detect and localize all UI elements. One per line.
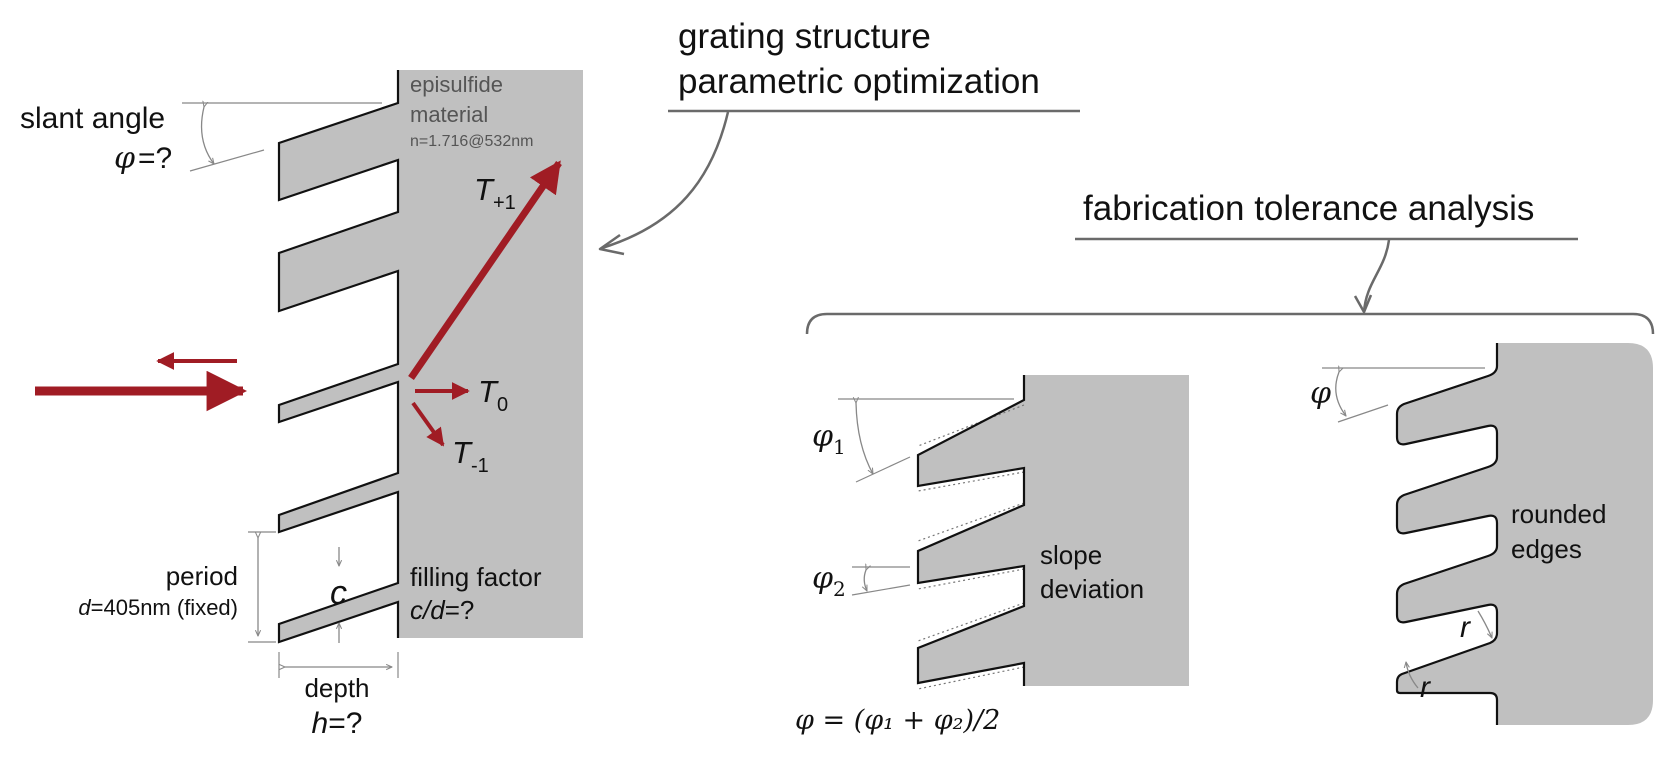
order-0-label: T0 [478, 374, 508, 416]
filling-factor-value: c/d=? [410, 595, 474, 625]
order-minus1-label: T-1 [452, 435, 489, 477]
phi2-extension-line [851, 584, 911, 596]
optimization-arrowhead [598, 233, 625, 256]
slant-angle-symbol: φ [114, 141, 135, 176]
rounded-outline [1395, 343, 1499, 725]
phi1-angle-arc [856, 403, 873, 474]
tolerance-arrowhead [1353, 294, 1373, 314]
slant-angle-value: =? [138, 142, 172, 175]
rounded-label-line1: rounded [1511, 499, 1606, 529]
material-name-line1: episulfide [410, 72, 503, 97]
grating-material-fill [279, 70, 583, 642]
material-refractive-index: n=1.716@532nm [410, 133, 533, 150]
slant-angle-label: slant angle [20, 102, 165, 135]
tolerance-connector-arrow [1362, 239, 1391, 313]
optimization-heading: grating structure parametric optimizatio… [598, 17, 1080, 256]
radius-label-2: r [1420, 671, 1431, 704]
grating-outline [277, 70, 400, 644]
grating-structure: episulfide material n=1.716@532nm slant … [20, 70, 583, 740]
filling-factor-label: filling factor [410, 562, 542, 592]
slope-formula: φ = (φ₁ + φ₂)/2 [795, 705, 1000, 736]
phi1-extension-line [855, 456, 911, 483]
period-value: d=405nm (fixed) [78, 595, 238, 620]
phi2-angle-arc [864, 570, 867, 591]
depth-value: h=? [312, 707, 363, 740]
tolerance-heading: fabrication tolerance analysis [805, 189, 1655, 335]
tolerance-heading-text: fabrication tolerance analysis [1083, 189, 1534, 228]
phi1-label: φ1 [812, 419, 846, 459]
optimization-heading-line2: parametric optimization [678, 62, 1040, 101]
order-minus1-arrow [411, 401, 445, 447]
c-symbol: c [330, 574, 347, 612]
material-name-line2: material [410, 102, 488, 127]
slant-extension-line [189, 149, 265, 172]
rounded-material-fill [1397, 343, 1653, 725]
optimization-heading-line1: grating structure [678, 17, 931, 56]
rounded-edges-panel: φ rounded edges r r [1310, 343, 1653, 725]
rounded-phi-angle-arc [1335, 372, 1346, 416]
period-label: period [166, 561, 238, 591]
slope-material-fill [918, 375, 1189, 686]
slope-label-line1: slope [1040, 540, 1102, 570]
slope-outline [916, 375, 1026, 686]
rounded-label-line2: edges [1511, 534, 1582, 564]
slope-label-line2: deviation [1040, 574, 1144, 604]
phi2-label: φ2 [812, 561, 846, 601]
tolerance-brace [805, 312, 1655, 335]
ideal-profile-dotted [917, 404, 1025, 690]
slant-angle-arc [200, 107, 214, 164]
rounded-phi-label: φ [1310, 376, 1331, 411]
radius-indicator-2 [1406, 662, 1419, 689]
optimization-connector-arrow [601, 111, 730, 250]
radius-label-1: r [1460, 611, 1471, 644]
depth-label: depth [304, 673, 369, 703]
rounded-phi-extension-line [1337, 404, 1389, 423]
order-plus1-arrow [408, 160, 562, 380]
order-plus1-label: T+1 [474, 172, 516, 214]
slope-deviation-panel: φ1 φ2 slope deviation φ = (φ₁ + φ₂)/2 [795, 375, 1189, 736]
radius-indicator-1 [1477, 610, 1492, 638]
